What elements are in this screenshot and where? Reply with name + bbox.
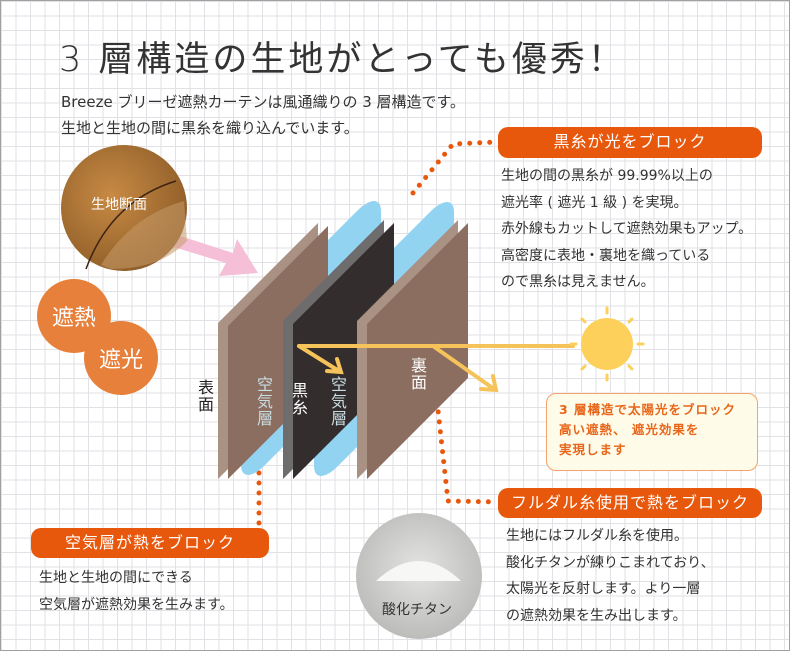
badge-blackout: 遮光 (84, 321, 158, 395)
subtitle-line-2: 生地と生地の間に黒糸を織り込んでいます。 (61, 119, 359, 137)
fulda-text: 生地にはフルダル糸を使用。 酸化チタンが練りこまれており、 太陽光を反射します。… (506, 523, 715, 629)
text-line: 高密度に表地・裏地を織っている (501, 247, 711, 264)
callout-line: 実現します (559, 442, 627, 457)
black-thread-heading: 黒糸が光をブロック (498, 127, 762, 158)
label-front: 表面 (195, 379, 214, 413)
text-line: 太陽光を反射します。より一層 (506, 581, 701, 597)
callout-line: 3 層構造で太陽光をブロック (559, 402, 737, 417)
fulda-heading: フルダル糸使用で熱をブロック (498, 488, 762, 518)
sunlight-ray-arrows (297, 344, 575, 393)
label-air-layer-1: 空気層 (254, 376, 273, 427)
label-back: 裏面 (408, 357, 427, 391)
text-line: 生地にはフルダル糸を使用。 (506, 528, 688, 544)
black-thread-text: 生地の間の黒糸が 99.99%以上の 遮光率 ( 遮光 1 級 ) を実現。 赤… (501, 163, 752, 296)
back-fabric-panel (367, 223, 468, 480)
text-line: の遮熱効果を生み出します。 (506, 607, 687, 624)
label-black-thread: 黒糸 (289, 382, 308, 416)
text-line: 空気層が遮熱効果を生みます。 (39, 596, 234, 613)
dotted-connector-fulda (433, 389, 501, 505)
sunlight-callout: 3 層構造で太陽光をブロック 高い遮熱、 遮光効果を 実現します (546, 393, 758, 471)
air-layer-heading: 空気層が熱をブロック (31, 528, 269, 558)
badge-heat-shield: 遮熱 (37, 279, 111, 353)
label-air-layer-2: 空気層 (328, 376, 347, 427)
black-thread-panel (293, 223, 394, 480)
callout-line: 高い遮熱、 遮光効果を (559, 422, 700, 437)
text-line: 生地と生地の間にできる (39, 570, 193, 586)
text-line: 赤外線もカットして遮熱効果もアップ。 (501, 221, 753, 237)
fabric-photo-label: 生地断面 (91, 197, 147, 213)
text-line: 生地の間の黒糸が 99.99%以上の (501, 168, 713, 184)
front-fabric-panel (228, 226, 328, 480)
sun-icon (569, 306, 645, 382)
text-line: ので黒糸は見えません。 (501, 274, 655, 290)
text-line: 酸化チタンが練りこまれており、 (506, 554, 715, 571)
page-title: 3 層構造の生地がとっても優秀！ (59, 40, 626, 80)
titanium-photo-label: 酸化チタン (382, 602, 452, 618)
air-layer-text: 生地と生地の間にできる 空気層が遮熱効果を生みます。 (39, 565, 234, 618)
subtitle-line-1: Breeze ブリーゼ遮熱カーテンは風通織りの 3 層構造です。 (61, 93, 466, 111)
text-line: 遮光率 ( 遮光 1 級 ) を実現。 (501, 194, 688, 211)
pink-arrow (167, 233, 258, 276)
dotted-connector-black-thread (410, 139, 501, 196)
